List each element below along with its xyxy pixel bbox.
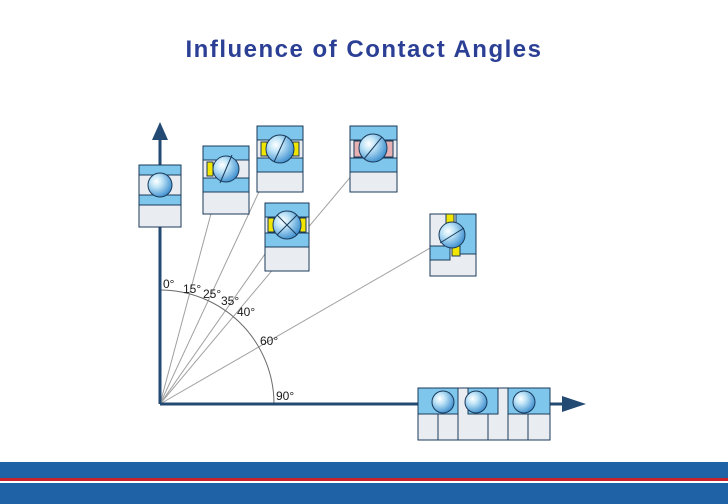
- footer-band-lower: [0, 483, 728, 504]
- ball-icon: [512, 390, 536, 414]
- angle-label-35: 35°: [221, 294, 239, 308]
- contact-angle-diagram: 0° 15°25°35°40° 60° 90°: [138, 122, 586, 441]
- contact-line-25: [159, 163, 273, 405]
- angle-label-0: 0°: [163, 277, 175, 291]
- angle-label-15: 15°: [183, 282, 201, 296]
- footer-band: [0, 462, 728, 478]
- ball-icon: [464, 390, 488, 414]
- footer-stripe: [0, 478, 728, 481]
- contact-line-35: [159, 227, 284, 405]
- vertical-axis-arrowhead: [152, 122, 168, 140]
- angle-label-25: 25°: [203, 287, 221, 301]
- angle-label-90: 90°: [276, 389, 294, 403]
- angular-contact-bearing-15deg: [202, 145, 250, 215]
- angular-contact-bearing-40deg: [349, 125, 398, 193]
- contact-line-60: [159, 231, 460, 405]
- footer-divider: [0, 481, 728, 483]
- ball-icon: [147, 172, 173, 198]
- angle-label-40: 40°: [237, 305, 255, 319]
- ball-icon: [431, 390, 455, 414]
- angle-label-60: 60°: [260, 334, 278, 348]
- angular-contact-bearing-25deg: [256, 125, 304, 193]
- thrust-angular-bearing-60deg: [429, 213, 477, 277]
- angle-arc: [159, 289, 275, 405]
- page-title: Influence of Contact Angles: [185, 36, 543, 63]
- contact-line-40: [159, 173, 354, 405]
- deep-groove-ball-bearing-0deg: [138, 164, 182, 228]
- thrust-ball-bearing-set-90deg: [417, 387, 551, 441]
- horizontal-axis-arrowhead: [562, 396, 586, 412]
- four-point-contact-bearing-35deg: [264, 202, 310, 272]
